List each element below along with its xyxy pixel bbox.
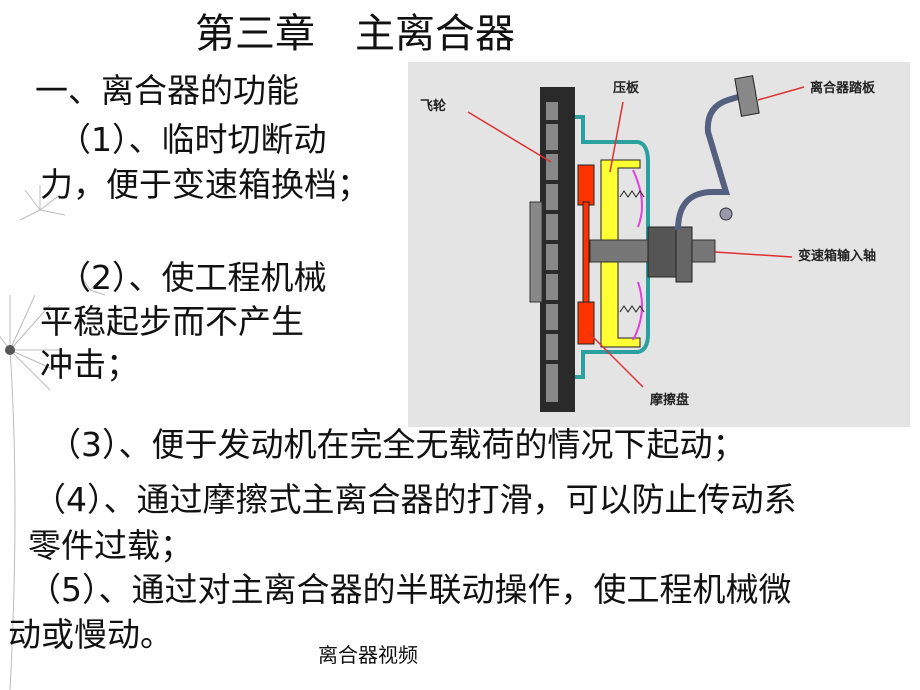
video-link[interactable]: 离合器视频 xyxy=(318,643,418,667)
section-heading: 一、离合器的功能 xyxy=(35,71,299,110)
text-line: 动或慢动。 xyxy=(8,615,173,654)
clutch-diagram: 飞轮 压板 离合器踏板 变速箱输入轴 摩擦盘 xyxy=(408,62,910,427)
label-input-shaft: 变速箱输入轴 xyxy=(798,248,876,264)
text-line: （5）、通过对主离合器的半联动操作，使工程机械微 xyxy=(28,570,792,609)
label-friction-disc: 摩擦盘 xyxy=(650,392,689,408)
page-title: 第三章 主离合器 xyxy=(195,11,515,57)
text-line: （2）、使工程机械 xyxy=(58,258,327,297)
text-line: 零件过载； xyxy=(28,526,193,565)
text-line: 力，便于变速箱换档； xyxy=(40,165,370,204)
label-flywheel: 飞轮 xyxy=(420,98,446,114)
text-line: （3）、便于发动机在完全无载荷的情况下起动； xyxy=(48,425,746,464)
label-pressure-plate: 压板 xyxy=(613,80,640,96)
text-line: （4）、通过摩擦式主离合器的打滑，可以防止传动系 xyxy=(33,480,797,519)
text-line: 冲击； xyxy=(40,345,139,384)
dandelion-decoration xyxy=(0,185,106,690)
text-line: 平稳起步而不产生 xyxy=(40,302,304,341)
label-pedal: 离合器踏板 xyxy=(810,80,876,96)
text-line: （1）、临时切断动 xyxy=(58,120,327,159)
